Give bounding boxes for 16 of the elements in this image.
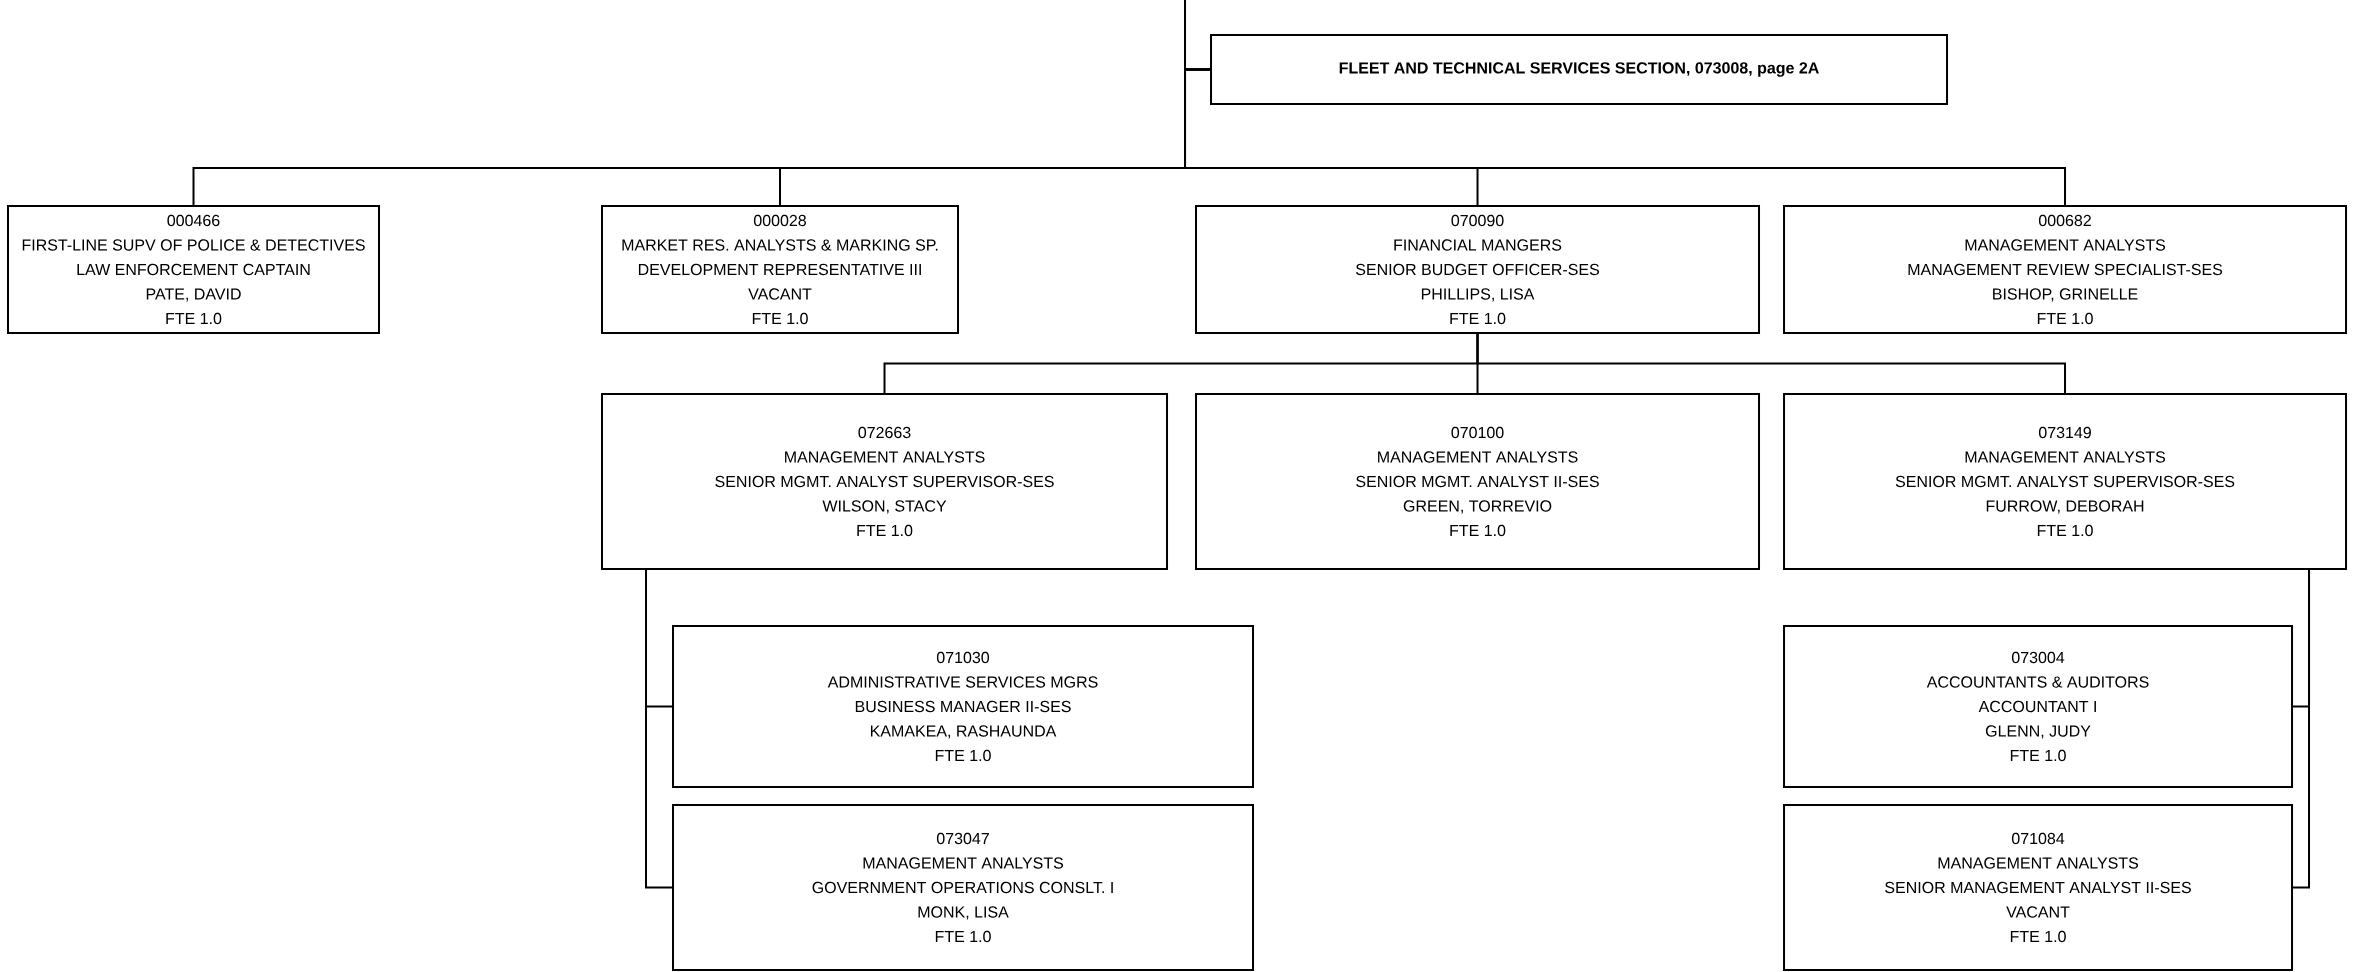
title-box: FLEET AND TECHNICAL SERVICES SECTION, 073008, page 2A bbox=[1210, 34, 1948, 105]
position-box: 000682 MANAGEMENT ANALYSTS MANAGEMENT REVIEW SPECIALIST-SES BISHOP, GRINELLE FTE 1.0 bbox=[1783, 205, 2348, 334]
position-box: 073047 MANAGEMENT ANALYSTS GOVERNMENT OPERATIONS CONSLT. I MONK, LISA FTE 1.0 bbox=[672, 804, 1254, 971]
position-box: 000466 FIRST-LINE SUPV OF POLICE & DETECTIVES LAW ENFORCEMENT CAPTAIN PATE, DAVID FTE 1.0 bbox=[7, 205, 380, 334]
position-box: 000028 MARKET RES. ANALYSTS & MARKING SP. DEVELOPMENT REPRESENTATIVE III VACANT FTE 1.0 bbox=[601, 205, 959, 334]
position-box: 073004 ACCOUNTANTS & AUDITORS ACCOUNTANT I GLENN, JUDY FTE 1.0 bbox=[1783, 625, 2294, 788]
position-box: 071030 ADMINISTRATIVE SERVICES MGRS BUSINESS MANAGER II-SES KAMAKEA, RASHAUNDA FTE 1.0 bbox=[672, 625, 1254, 788]
position-box: 073149 MANAGEMENT ANALYSTS SENIOR MGMT. ANALYST SUPERVISOR-SES FURROW, DEBORAH FTE 1.0 bbox=[1783, 393, 2348, 570]
position-box: 071084 MANAGEMENT ANALYSTS SENIOR MANAGEMENT ANALYST II-SES VACANT FTE 1.0 bbox=[1783, 804, 2294, 971]
connector-line bbox=[1476, 333, 2067, 394]
position-box: 070090 FINANCIAL MANGERS SENIOR BUDGET OFFICER-SES PHILLIPS, LISA FTE 1.0 bbox=[1195, 205, 1760, 334]
connector-line bbox=[645, 568, 673, 889]
position-box: 072663 MANAGEMENT ANALYSTS SENIOR MGMT. ANALYST SUPERVISOR-SES WILSON, STACY FTE 1.0 bbox=[601, 393, 1168, 570]
position-box: 070100 MANAGEMENT ANALYSTS SENIOR MGMT. ANALYST II-SES GREEN, TORREVIO FTE 1.0 bbox=[1195, 393, 1760, 570]
connector-line bbox=[2292, 568, 2311, 889]
connector-line bbox=[1184, 68, 2067, 206]
